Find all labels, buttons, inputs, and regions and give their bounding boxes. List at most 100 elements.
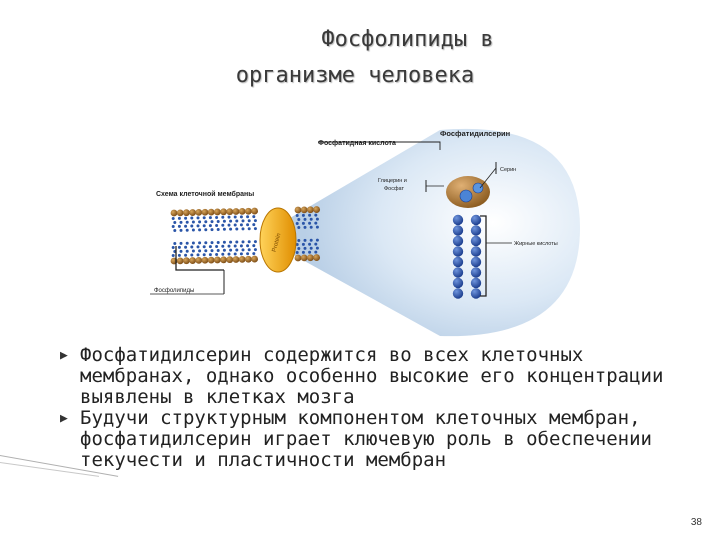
lipid-tail-bead	[303, 238, 307, 242]
lipid-tail-bead	[239, 223, 243, 227]
lipid-tail-bead	[235, 219, 239, 223]
lipid-tail-bead	[215, 215, 219, 219]
lipid-tail-bead	[208, 245, 212, 249]
lipid-tail-bead	[185, 241, 189, 245]
lipid-tail-bead	[297, 218, 301, 222]
lipid-tail-bead	[210, 249, 214, 253]
lipid-head	[226, 208, 234, 216]
lipid-tail-bead	[198, 249, 202, 253]
bullet-1-text: содержится во всех клеточных мембранах, …	[80, 344, 664, 408]
lipid-tail-bead	[246, 244, 250, 248]
bullet-1-highlight: Фосфатидилсерин	[80, 344, 252, 366]
lipid-tail-bead	[295, 251, 299, 255]
label-glycerol-1: Глицерин и	[378, 178, 407, 184]
lipid-tail-bead	[185, 220, 189, 224]
fatty-acid-bead	[452, 225, 464, 236]
lipid-tail-bead	[303, 225, 307, 229]
lipid-tail-bead	[190, 216, 194, 220]
lipid-tail-bead	[315, 217, 319, 221]
lipid-tail-bead	[247, 240, 251, 244]
lipid-head	[245, 207, 252, 215]
lipid-head	[294, 206, 302, 214]
lipid-head	[313, 254, 320, 261]
diagram-svg: Protein Фосфатидилсерин Фосфатидная кисл…	[150, 128, 580, 337]
lipid-tail-bead	[202, 245, 206, 249]
lipid-tail-bead	[295, 222, 299, 226]
phospholipid-molecule	[446, 176, 490, 299]
lipid-tail-bead	[222, 219, 226, 223]
lipid-tail-bead	[308, 221, 312, 225]
lipid-head	[207, 208, 215, 216]
lipid-tail-bead	[295, 243, 299, 247]
fatty-acid-bead	[452, 235, 464, 247]
fatty-acid-bead	[470, 214, 482, 226]
lipid-tail-bead	[246, 252, 250, 256]
lipid-head	[232, 208, 240, 215]
lipid-head	[201, 208, 209, 216]
lipid-tail-bead	[229, 248, 233, 252]
lipid-tail-bead	[314, 213, 318, 217]
lipid-tail-bead	[177, 245, 181, 249]
lipid-head	[189, 257, 196, 264]
lipid-head	[300, 206, 308, 214]
lipid-tail-bead	[314, 221, 318, 225]
lipid-head	[183, 257, 190, 265]
lipid-tail-bead	[179, 220, 183, 224]
lipid-head	[220, 256, 227, 264]
lipid-tail-bead	[184, 216, 188, 220]
lipid-head	[307, 206, 314, 214]
lipid-head	[238, 255, 246, 263]
lipid-tail-bead	[227, 223, 231, 227]
lipid-tail-bead	[202, 224, 206, 228]
lipid-tail-bead	[191, 249, 195, 253]
title-line-1: Фосфолипиды в	[321, 27, 494, 52]
lipid-tail-bead	[177, 253, 181, 257]
lipid-tail-bead	[179, 249, 183, 253]
lipid-tail-bead	[315, 246, 319, 250]
lipid-tail-bead	[184, 253, 188, 257]
zoom-glow	[290, 128, 580, 337]
lipid-tail-bead	[190, 245, 194, 249]
lipid-tail-bead	[173, 229, 177, 232]
fatty-acid-bead	[452, 214, 464, 226]
fatty-acid-bead	[470, 246, 482, 257]
lipid-head	[214, 256, 221, 264]
lipid-tail-bead	[233, 215, 237, 219]
lipid-tail-bead	[177, 224, 181, 228]
lipid-tail-bead	[253, 227, 257, 231]
lipid-tail-bead	[253, 248, 257, 252]
lipid-tail-bead	[246, 215, 250, 219]
lipid-tail-bead	[239, 252, 243, 256]
fatty-acid-bead	[470, 267, 482, 278]
lipid-head	[300, 254, 308, 262]
lipid-tail-bead	[215, 223, 219, 227]
lipid-head	[307, 254, 314, 262]
lipid-tail-bead	[204, 241, 208, 245]
lipid-tail-bead	[177, 216, 181, 220]
fatty-acid-bead	[452, 267, 464, 278]
lipid-tail-bead	[247, 227, 251, 231]
lipid-tail-bead	[308, 250, 312, 254]
lipid-tail-bead	[210, 241, 214, 245]
lipid-tail-bead	[315, 238, 319, 242]
lipid-tail-bead	[247, 219, 251, 223]
lipid-tail-bead	[308, 213, 312, 217]
lipid-head	[238, 207, 246, 215]
fatty-acid-bracket	[480, 215, 487, 297]
lipid-head	[183, 209, 190, 217]
lipid-head	[207, 256, 215, 264]
lipid-tail-bead	[241, 219, 245, 223]
lipid-tail-bead	[221, 223, 225, 227]
lipid-tail-bead	[314, 250, 318, 254]
lipid-tail-bead	[303, 246, 307, 250]
bullet-arrow-icon: ▶	[60, 411, 68, 426]
lipid-tail-bead	[204, 249, 208, 253]
lipid-tail-bead	[309, 238, 313, 242]
lipid-tail-bead	[191, 220, 195, 224]
lipid-tail-bead	[216, 240, 220, 244]
lipid-tail-bead	[221, 244, 225, 248]
lipid-tail-bead	[184, 224, 188, 228]
lipid-tail-bead	[235, 248, 239, 252]
lipid-head	[176, 257, 184, 265]
lipid-tail-bead	[171, 225, 175, 228]
